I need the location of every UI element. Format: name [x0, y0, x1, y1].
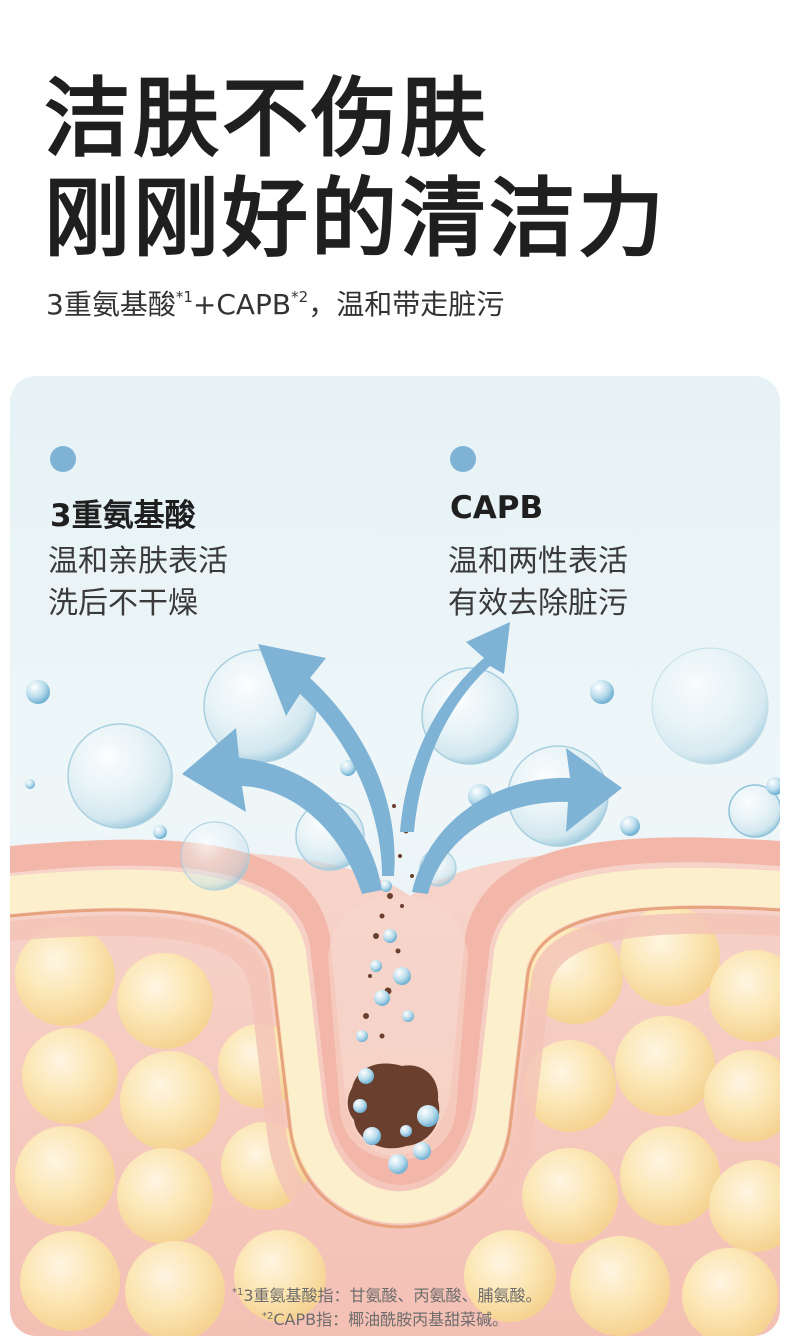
subtitle-footnote-mark-2: *2 — [291, 288, 309, 306]
column-line-amino-2: 洗后不干燥 — [48, 586, 198, 621]
small-bubbles-in-pore — [353, 880, 439, 1174]
footnote-2-text: CAPB指：椰油酰胺丙基甜菜碱。 — [273, 1310, 509, 1329]
column-heading-amino-acids: 3重氨基酸 — [50, 498, 196, 534]
bullet-dot-right — [450, 446, 476, 472]
subtitle: 3重氨基酸*1+CAPB*2，温和带走脏污 — [46, 288, 504, 322]
subtitle-part-3: ，温和带走脏污 — [308, 288, 505, 321]
fat-cells — [15, 906, 780, 1336]
footnote-1: *13重氨基酸指：甘氨酸、丙氨酸、脯氨酸。 — [232, 1282, 542, 1306]
arrow-icon-left-inner — [258, 644, 395, 876]
headline-line-1: 洁肤不伤肤 — [44, 69, 489, 169]
column-line-capb-1: 温和两性表活 — [448, 544, 628, 579]
subtitle-part-1: 3重氨基酸 — [46, 288, 176, 321]
arrow-icon-right-outer — [412, 748, 622, 894]
epidermis-inner-line — [10, 905, 780, 1229]
column-heading-capb: CAPB — [450, 490, 544, 526]
illustration-card: 3重氨基酸 温和亲肤表活 洗后不干燥 CAPB 温和两性表活 有效去除脏污 *1… — [10, 376, 780, 1336]
cleansing-arrows — [182, 622, 622, 894]
footnote-1-text: 3重氨基酸指：甘氨酸、丙氨酸、脯氨酸。 — [243, 1286, 542, 1305]
subtitle-footnote-mark-1: *1 — [175, 288, 193, 306]
arrow-icon-left-outer — [182, 728, 382, 894]
arrow-icon-right-inner — [400, 622, 510, 832]
column-line-capb-2: 有效去除脏污 — [448, 586, 628, 621]
subtitle-part-2: +CAPB — [192, 288, 292, 321]
skin-cleansing-illustration — [10, 622, 780, 1336]
headline-line-2: 刚刚好的清洁力 — [44, 169, 667, 269]
footnote-1-mark: *1 — [232, 1287, 244, 1298]
column-line-amino-1: 温和亲肤表活 — [48, 544, 228, 579]
bullet-dot-left — [50, 446, 76, 472]
epidermis-cream-layer — [10, 867, 780, 1224]
dirt-deposit-icon — [347, 1063, 440, 1149]
footnote-2: *2CAPB指：椰油酰胺丙基甜菜碱。 — [262, 1306, 508, 1330]
footnote-2-mark: *2 — [262, 1311, 274, 1322]
